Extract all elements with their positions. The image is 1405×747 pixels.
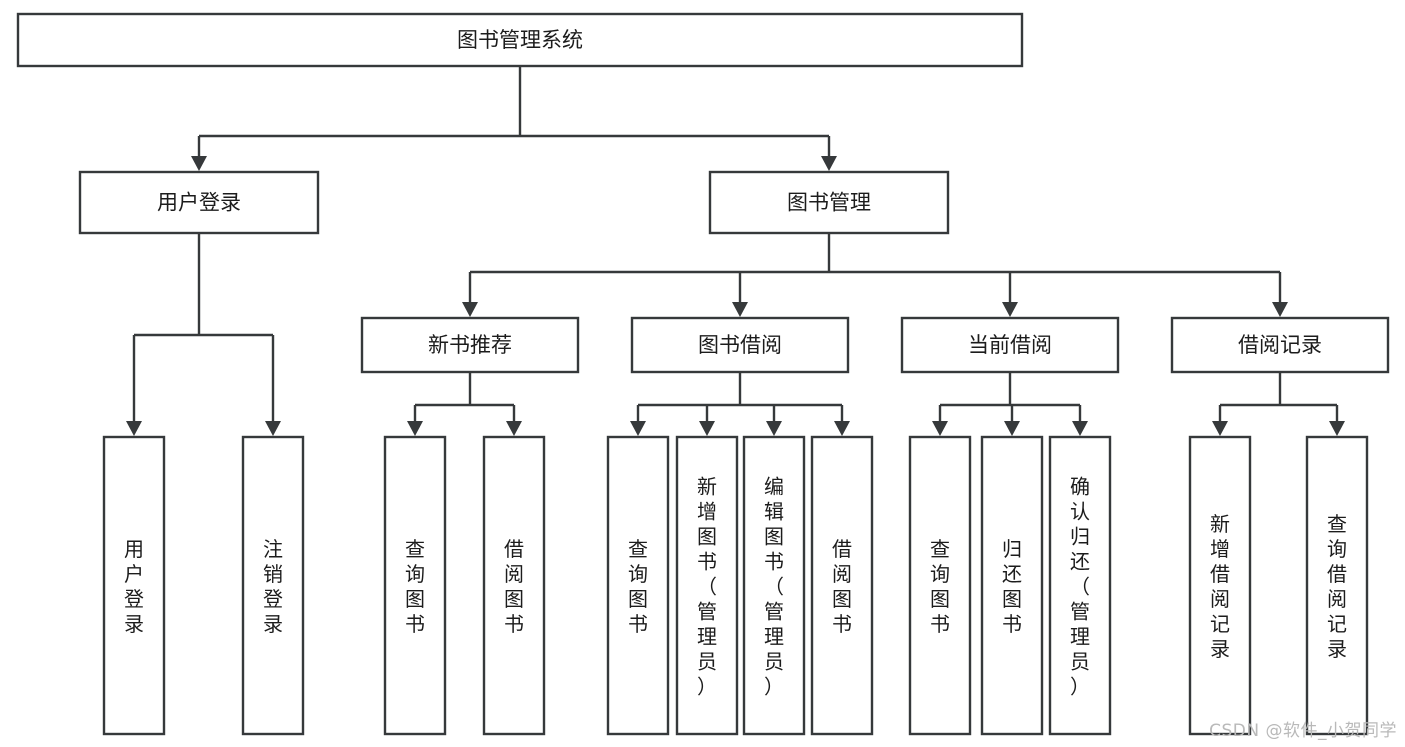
node-root[interactable]: 图书管理系统 — [16, 12, 1024, 68]
edge-group-l1_book_manage — [462, 233, 1288, 317]
node-box-leaf_borrow_book_1[interactable] — [482, 435, 546, 736]
node-leaf_return_book[interactable]: 归还图书 — [980, 435, 1044, 736]
node-l2_new_book_rec[interactable]: 新书推荐 — [360, 316, 580, 374]
node-leaf_user_login[interactable]: 用户登录 — [102, 435, 166, 736]
node-box-leaf_query_book_1[interactable] — [383, 435, 447, 736]
edge-group-root — [191, 66, 837, 171]
node-label-l1_user_login: 用户登录 — [157, 191, 241, 215]
node-label-leaf_query_record: 查询借阅记录 — [1327, 512, 1347, 661]
node-label-leaf_borrow_book_2: 借阅图书 — [832, 537, 852, 636]
node-l2_borrow_record[interactable]: 借阅记录 — [1170, 316, 1390, 374]
node-label-leaf_add_record: 新增借阅记录 — [1210, 512, 1230, 661]
node-label-leaf_borrow_book_1: 借阅图书 — [504, 537, 524, 636]
node-label-l2_book_borrow: 图书借阅 — [698, 333, 782, 357]
node-box-l1_book_manage[interactable] — [708, 170, 950, 235]
node-box-l2_current_borrow[interactable] — [900, 316, 1120, 374]
connector-layer — [126, 66, 1345, 436]
node-box-l2_book_borrow[interactable] — [630, 316, 850, 374]
node-label-leaf_user_login: 用户登录 — [124, 537, 144, 636]
node-leaf_edit_book[interactable]: 编辑图书（管理员） — [742, 435, 806, 736]
node-l1_user_login[interactable]: 用户登录 — [78, 170, 320, 235]
node-l1_book_manage[interactable]: 图书管理 — [708, 170, 950, 235]
node-box-leaf_borrow_book_2[interactable] — [810, 435, 874, 736]
node-box-root[interactable] — [16, 12, 1024, 68]
node-leaf_query_book_1[interactable]: 查询图书 — [383, 435, 447, 736]
node-label-l2_current_borrow: 当前借阅 — [968, 333, 1052, 357]
node-box-leaf_user_login[interactable] — [102, 435, 166, 736]
node-leaf_add_book[interactable]: 新增图书（管理员） — [675, 435, 739, 736]
edge-group-l2_current_borrow — [932, 372, 1088, 436]
node-label-leaf_query_book_2: 查询图书 — [628, 537, 648, 636]
node-label-leaf_confirm_return: 确认归还（管理员） — [1070, 474, 1090, 698]
node-label-leaf_return_book: 归还图书 — [1002, 537, 1022, 636]
node-box-l2_new_book_rec[interactable] — [360, 316, 580, 374]
edge-group-l2_borrow_record — [1212, 372, 1345, 436]
node-l2_current_borrow[interactable]: 当前借阅 — [900, 316, 1120, 374]
node-l2_book_borrow[interactable]: 图书借阅 — [630, 316, 850, 374]
edge-group-l2_book_borrow — [630, 372, 850, 436]
node-leaf_borrow_book_2[interactable]: 借阅图书 — [810, 435, 874, 736]
node-leaf_logout[interactable]: 注销登录 — [241, 435, 305, 736]
node-leaf_query_book_2[interactable]: 查询图书 — [606, 435, 670, 736]
watermark: CSDN @软件_小贺同学 — [1209, 721, 1397, 741]
node-label-l2_new_book_rec: 新书推荐 — [428, 333, 512, 357]
node-leaf_borrow_book_1[interactable]: 借阅图书 — [482, 435, 546, 736]
node-box-l1_user_login[interactable] — [78, 170, 320, 235]
edge-group-l2_new_book_rec — [407, 372, 522, 436]
node-label-leaf_logout: 注销登录 — [263, 537, 283, 636]
node-box-l2_borrow_record[interactable] — [1170, 316, 1390, 374]
node-box-leaf_confirm_return[interactable] — [1048, 435, 1112, 736]
node-leaf_add_record[interactable]: 新增借阅记录 — [1188, 435, 1252, 736]
node-label-leaf_add_book: 新增图书（管理员） — [697, 474, 717, 698]
node-leaf_query_book_3[interactable]: 查询图书 — [908, 435, 972, 736]
node-label-l1_book_manage: 图书管理 — [787, 191, 871, 215]
edge-group-l1_user_login — [126, 233, 281, 436]
node-layer: 图书管理系统用户登录图书管理新书推荐图书借阅当前借阅借阅记录用户登录注销登录查询… — [16, 12, 1390, 736]
node-box-leaf_query_book_2[interactable] — [606, 435, 670, 736]
node-box-leaf_add_book[interactable] — [675, 435, 739, 736]
node-box-leaf_edit_book[interactable] — [742, 435, 806, 736]
node-label-leaf_edit_book: 编辑图书（管理员） — [764, 474, 784, 698]
node-box-leaf_return_book[interactable] — [980, 435, 1044, 736]
node-label-l2_borrow_record: 借阅记录 — [1238, 333, 1322, 357]
node-box-leaf_query_book_3[interactable] — [908, 435, 972, 736]
node-leaf_query_record[interactable]: 查询借阅记录 — [1305, 435, 1369, 736]
node-leaf_confirm_return[interactable]: 确认归还（管理员） — [1048, 435, 1112, 736]
node-label-leaf_query_book_3: 查询图书 — [930, 537, 950, 636]
node-label-root: 图书管理系统 — [457, 28, 583, 52]
node-box-leaf_add_record[interactable] — [1188, 435, 1252, 736]
node-box-leaf_logout[interactable] — [241, 435, 305, 736]
node-box-leaf_query_record[interactable] — [1305, 435, 1369, 736]
node-label-leaf_query_book_1: 查询图书 — [405, 537, 425, 636]
